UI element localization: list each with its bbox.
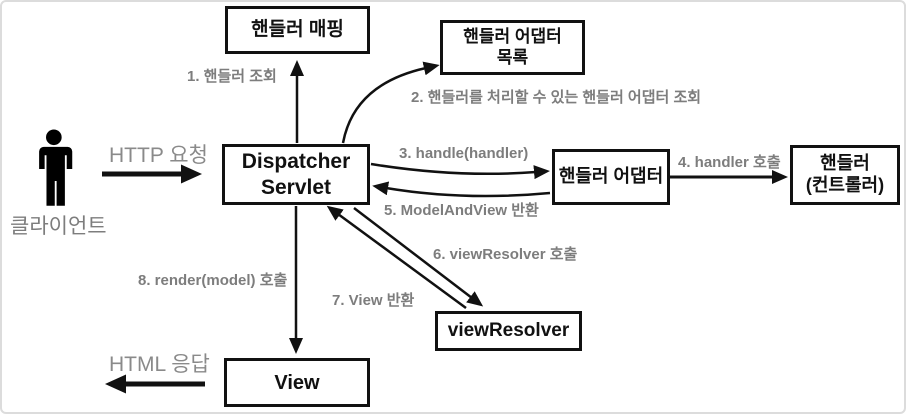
client-person-icon xyxy=(39,129,73,206)
node-view-resolver-label: viewResolver xyxy=(447,319,570,341)
label-step3: 3. handle(handler) xyxy=(399,145,529,162)
node-handler-adapter-list-line1: 핸들러 어댑터 xyxy=(463,27,562,47)
node-handler-controller-line2: (컨트롤러) xyxy=(805,175,885,195)
label-step6: 6. viewResolver 호출 xyxy=(433,246,578,263)
node-handler-mapping: 핸들러 매핑 xyxy=(225,6,370,54)
arrow-step3-handle xyxy=(370,162,550,180)
node-dispatcher-servlet-line1: Dispatcher xyxy=(241,150,351,174)
node-handler-adapter-label: 핸들러 어댑터 xyxy=(558,166,664,187)
arrow-step5-modelandview-return xyxy=(372,181,551,198)
node-handler-mapping-label: 핸들러 매핑 xyxy=(251,18,344,40)
node-handler-adapter-list: 핸들러 어댑터 목록 xyxy=(440,20,585,75)
node-view-label: View xyxy=(274,371,320,394)
label-step5: 5. ModelAndView 반환 xyxy=(384,202,539,219)
label-html-response: HTML 응답 xyxy=(109,353,210,376)
node-view: View xyxy=(224,358,370,407)
node-handler-adapter: 핸들러 어댑터 xyxy=(552,149,670,205)
node-handler-controller-line1: 핸들러 xyxy=(820,153,870,174)
node-dispatcher-servlet-line2: Servlet xyxy=(260,175,332,199)
label-step2: 2. 핸들러를 처리할 수 있는 핸들러 어댑터 조회 xyxy=(411,89,702,106)
node-handler-controller: 핸들러 (컨트롤러) xyxy=(790,145,900,205)
label-step8: 8. render(model) 호출 xyxy=(138,272,288,289)
label-http-request: HTTP 요청 xyxy=(109,144,208,167)
node-dispatcher-servlet: Dispatcher Servlet xyxy=(222,144,370,205)
arrow-step2-adapter-lookup xyxy=(341,61,440,144)
node-handler-adapter-list-line2: 목록 xyxy=(496,47,529,67)
node-view-resolver: viewResolver xyxy=(435,311,582,351)
client-label: 클라이언트 xyxy=(10,215,107,238)
label-step4: 4. handler 호출 xyxy=(678,154,781,171)
arrow-step6-viewresolver-call xyxy=(353,207,484,307)
label-step1: 1. 핸들러 조회 xyxy=(187,68,277,85)
arrow-step7-view-return xyxy=(326,205,467,310)
label-step7: 7. View 반환 xyxy=(332,292,415,309)
